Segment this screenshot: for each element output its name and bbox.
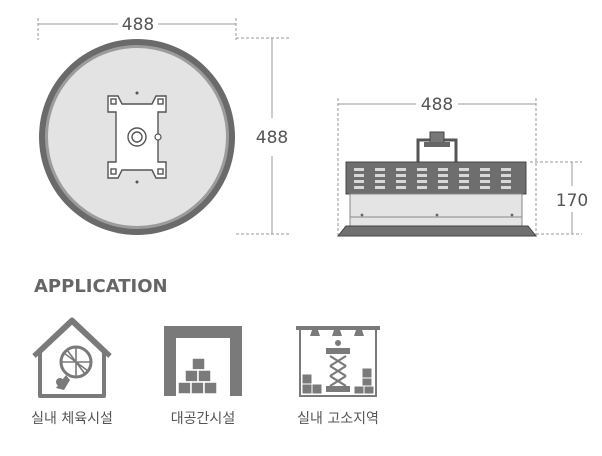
front-width-label: 488 [122,15,154,35]
vent-slot [459,186,469,189]
front-view: 488 488 [37,15,290,235]
vent-slot [417,186,427,189]
housing-dot-left [360,213,364,217]
heatsink-fins [354,168,511,189]
application-label-1: 실내 체육시설 [31,411,113,427]
bracket-base [424,142,450,147]
top-dot [135,91,139,95]
vent-slot [354,174,364,177]
vent-slot [396,180,406,183]
vent-slot [480,174,490,177]
heatsink-body [345,161,527,195]
scissor-lift-icon [296,326,380,397]
vent-slot [417,174,427,177]
application-label-2: 대공간시설 [170,411,236,427]
vent-slot [459,180,469,183]
front-height-label: 488 [256,128,288,148]
housing-dot-right [510,213,514,217]
vent-slot [438,180,448,183]
bottom-dot [135,180,139,184]
vent-slot [438,174,448,177]
vent-slot [375,174,385,177]
front-dim-guides [37,18,290,235]
vent-slot [501,180,511,183]
vent-slot [396,168,406,171]
vent-slot [480,186,490,189]
side-width-label: 488 [421,95,453,115]
lens-housing [349,193,523,227]
vent-slot [354,180,364,183]
side-view: 488 170 [336,95,588,237]
vent-slot [417,180,427,183]
vent-slot [396,186,406,189]
vent-slot [375,168,385,171]
vent-slot [354,168,364,171]
vent-slot [375,186,385,189]
gym-house-icon [32,317,112,398]
vent-slot [501,174,511,177]
center-hole-inner [131,131,143,143]
side-hole [154,133,162,141]
base-flange [336,225,538,237]
warehouse-icon [164,326,242,396]
application-title: APPLICATION [34,276,168,297]
vent-slot [501,168,511,171]
vent-slot [354,186,364,189]
vent-slot [396,174,406,177]
vent-slot [501,186,511,189]
housing-dot-center [435,213,439,217]
vent-slot [459,168,469,171]
side-height-label: 170 [556,191,588,211]
vent-slot [438,186,448,189]
application-label-3: 실내 고소지역 [297,411,379,427]
vent-slot [438,168,448,171]
vent-slot [417,168,427,171]
vent-slot [480,180,490,183]
vent-slot [480,168,490,171]
side-dim-guides [337,98,582,236]
vent-slot [459,174,469,177]
vent-slot [375,180,385,183]
